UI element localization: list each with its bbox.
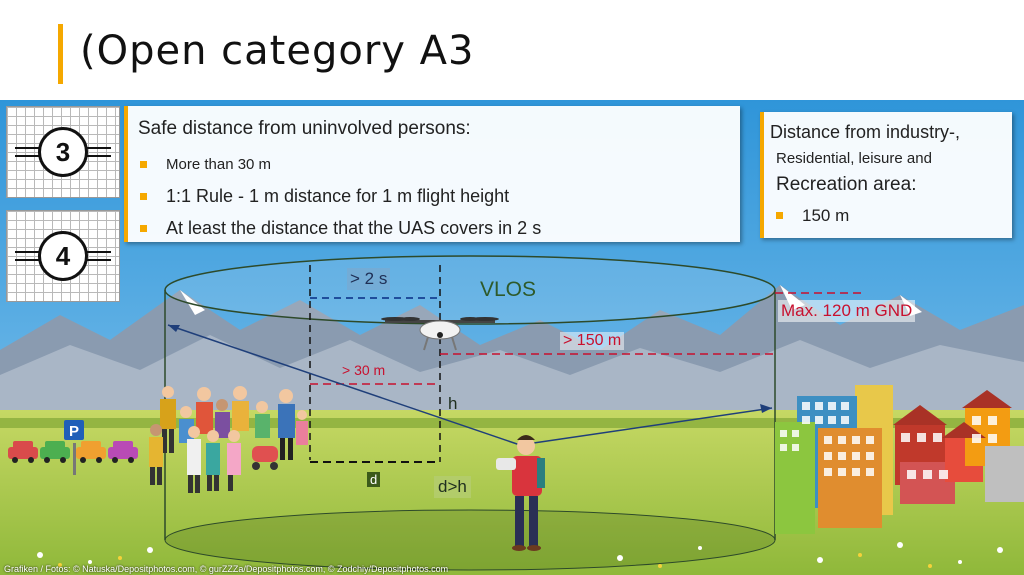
sign-3-number: 3 <box>38 127 88 177</box>
slide-title: (Open category A3 <box>80 28 475 74</box>
areas-bullet-1: 150 m <box>776 206 1024 226</box>
persons-distance-panel: Safe distance from uninvolved persons: M… <box>124 106 740 242</box>
areas-heading-line-1: Distance from industry-, <box>770 122 961 142</box>
sign-4-number: 4 <box>38 231 88 281</box>
persons-bullet-2: 1:1 Rule - 1 m distance for 1 m flight h… <box>140 186 509 207</box>
vlos-label: VLOS <box>480 278 537 301</box>
sight-line-right <box>519 407 773 446</box>
height-label: h <box>448 394 458 413</box>
flowers <box>37 542 1003 564</box>
sign-4: 4 <box>6 210 120 302</box>
vlos-cylinder-top <box>164 255 776 325</box>
pilot-icon <box>496 435 545 551</box>
title-bar: (Open category A3 <box>0 0 1024 100</box>
area-distance-label: > 150 m <box>560 332 625 350</box>
persons-bullet-1: More than 30 m <box>140 156 271 173</box>
title-accent-bar <box>58 24 63 84</box>
persons-panel-heading: Safe distance from uninvolved persons: <box>138 118 471 139</box>
buildings-icon <box>775 385 1024 534</box>
distance-label: d <box>367 472 381 487</box>
drone-icon <box>381 317 499 351</box>
flowers-yellow <box>58 553 932 568</box>
scene: P <box>0 100 1024 575</box>
sign-3: 3 <box>6 106 120 198</box>
max-height-label: Max. 120 m GND <box>778 300 916 322</box>
sight-line-left <box>167 324 521 446</box>
cylinder-base <box>164 509 776 571</box>
car-icon <box>8 441 138 463</box>
areas-distance-panel: Distance from industry-, Residential, le… <box>760 112 1012 238</box>
image-credit: Grafiken / Fotos: © Natuska/Depositphoto… <box>4 564 449 574</box>
time-label: > 2 s <box>347 268 391 290</box>
parking-sign-icon: P <box>64 420 84 475</box>
crowd-icon <box>149 386 308 493</box>
areas-heading-line-2: Residential, leisure and <box>776 150 932 167</box>
areas-heading-line-3: Recreation area: <box>776 174 917 195</box>
person-distance-label: > 30 m <box>342 362 386 378</box>
ratio-label: d>h <box>434 476 471 498</box>
parking-sign-label: P <box>69 423 79 440</box>
persons-bullet-3: At least the distance that the UAS cover… <box>140 218 541 239</box>
